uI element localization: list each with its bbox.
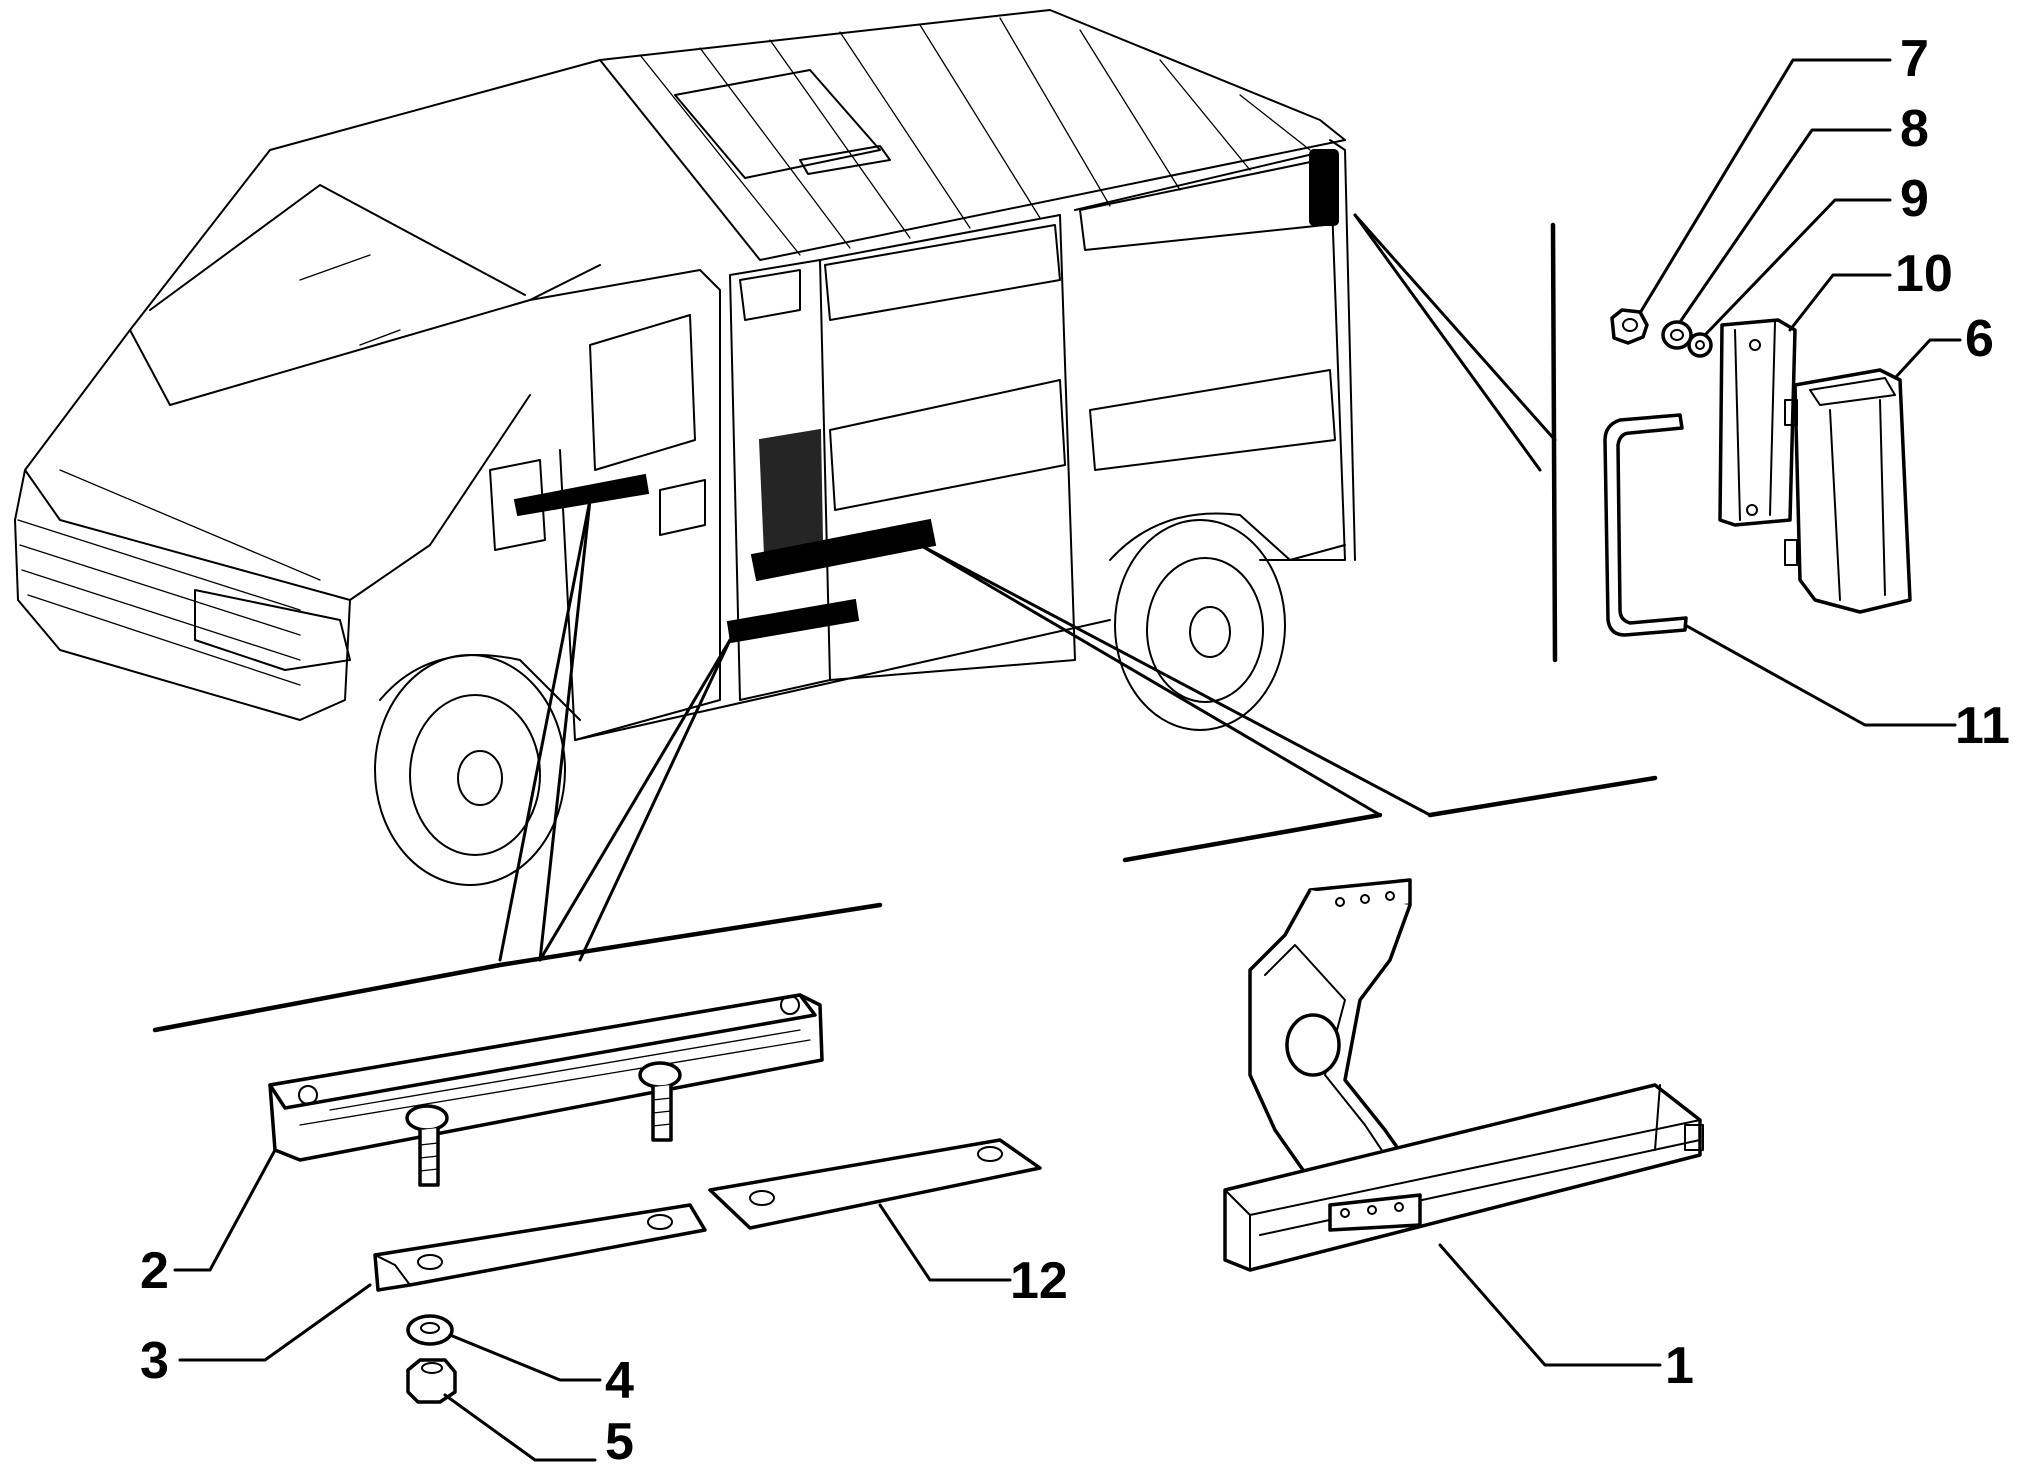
part-4-washer — [406, 1314, 454, 1346]
callout-12: 12 — [1010, 1252, 1068, 1310]
part-10-bracket — [1718, 318, 1797, 527]
part-12-plate — [708, 1138, 1042, 1230]
part-11-rod — [1603, 413, 1688, 637]
part-3-bracket — [373, 1203, 707, 1292]
callout-10: 10 — [1895, 245, 1953, 303]
part-7-nut — [1610, 308, 1649, 345]
part-9-washer — [1687, 332, 1713, 358]
van-illustration — [14, 9, 1356, 886]
callout-11: 11 — [1955, 697, 2010, 755]
callout-8: 8 — [1900, 100, 1929, 158]
part-1-support-frame — [1223, 878, 1704, 1272]
assembly-leaders — [152, 213, 1658, 1033]
callout-labels: 7 8 9 10 6 11 2 3 4 5 12 1 — [140, 30, 2010, 1465]
callout-3: 3 — [140, 1332, 169, 1390]
callout-leaders — [173, 58, 1962, 1462]
callout-9: 9 — [1900, 170, 1929, 228]
part-8-washer — [1661, 320, 1693, 350]
part-2-mounting-channel — [268, 993, 824, 1187]
callout-4: 4 — [605, 1352, 634, 1410]
callout-6: 6 — [1965, 310, 1994, 368]
callout-5: 5 — [605, 1413, 634, 1465]
callout-2: 2 — [140, 1242, 169, 1300]
part-5-nut — [406, 1358, 457, 1404]
callout-1: 1 — [1665, 1337, 1694, 1395]
callout-7: 7 — [1900, 30, 1929, 88]
part-6-light-housing — [1784, 368, 1912, 614]
